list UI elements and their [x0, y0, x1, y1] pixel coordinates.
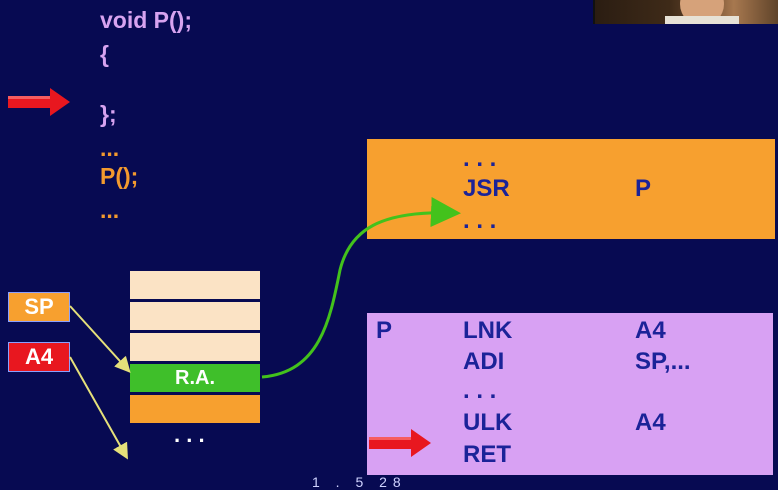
code-open-brace: {	[100, 41, 109, 67]
sp-register-tag: SP	[8, 292, 70, 322]
callee-operand-sp: SP,...	[635, 348, 691, 375]
callee-opcode-adi: ADI	[463, 348, 505, 375]
callee-ellipsis: . . .	[463, 377, 497, 404]
stack-cell	[130, 302, 260, 330]
stack-cell	[130, 333, 260, 361]
caller-opcode-jsr: JSR	[463, 175, 510, 202]
callee-label-p: P	[376, 317, 393, 344]
code-close-brace: };	[100, 101, 117, 127]
a4-register-tag: A4	[8, 342, 70, 372]
stack-cell	[130, 271, 260, 299]
stack-cell-frame	[130, 395, 260, 423]
code-ellipsis-before-call: ...	[100, 135, 120, 161]
code-function-call: P();	[100, 163, 139, 189]
callee-operand-a4: A4	[635, 317, 666, 344]
callee-code-box: P LNK A4 ADI SP,... . . . ULK A4 RET	[367, 313, 773, 475]
a4-pointer-arrow	[69, 356, 128, 460]
return-address-arrow	[261, 197, 461, 379]
code-ellipsis-after-call: ...	[100, 197, 120, 223]
callee-opcode-ulk: ULK	[463, 409, 513, 436]
caller-ellipsis-bottom: . . .	[463, 207, 497, 234]
execution-arrow-icon	[369, 429, 431, 457]
current-line-arrow-icon	[8, 88, 70, 116]
stack-ellipsis: . . .	[174, 422, 205, 447]
code-function-declaration: void P();	[100, 7, 192, 33]
caller-ellipsis-top: . . .	[463, 145, 497, 172]
callee-opcode-ret: RET	[463, 441, 511, 468]
stack-cell-return-address: R.A.	[130, 364, 260, 392]
callee-operand-ulk-a4: A4	[635, 409, 666, 436]
caller-operand-p: P	[635, 175, 652, 202]
webcam-thumbnail	[593, 0, 778, 24]
presenter-shirt	[665, 16, 739, 24]
slide-footer: 1 . 5 28	[312, 474, 407, 490]
sp-pointer-arrow	[69, 305, 131, 373]
callee-opcode-lnk: LNK	[463, 317, 513, 344]
